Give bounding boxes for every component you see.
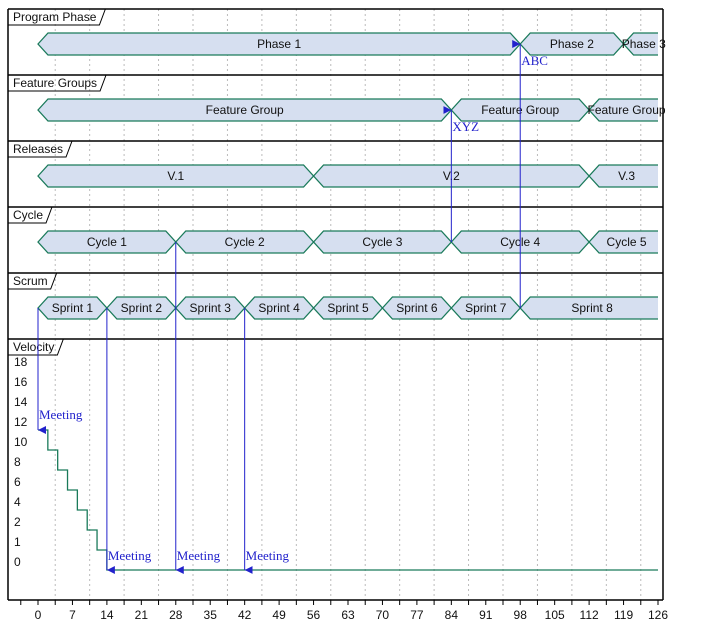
- x-tick-label: 7: [69, 608, 76, 622]
- y-tick-label: 18: [14, 355, 28, 369]
- x-tick-label: 77: [410, 608, 424, 622]
- annotation-label: Meeting: [108, 548, 152, 563]
- lane-title: Cycle: [13, 208, 43, 222]
- bar-label: Sprint 4: [258, 301, 300, 315]
- y-tick-label: 8: [14, 455, 21, 469]
- bar-label: Sprint 8: [571, 301, 613, 315]
- lane-title: Program Phase: [13, 10, 97, 24]
- bar-label: Cycle 1: [87, 235, 127, 249]
- lane-title-tab: [8, 272, 58, 290]
- annotation-label: Meeting: [177, 548, 221, 563]
- x-tick-label: 84: [445, 608, 459, 622]
- y-tick-label: 1: [14, 535, 21, 549]
- x-tick-label: 56: [307, 608, 321, 622]
- bar-label: Phase 1: [257, 37, 301, 51]
- velocity-step-line: [38, 429, 658, 571]
- annotation-label: Meeting: [39, 407, 83, 422]
- lane-title: Feature Groups: [13, 76, 97, 90]
- bar-label: Sprint 3: [190, 301, 232, 315]
- bar-label: Phase 3: [622, 37, 666, 51]
- annotation-label: Meeting: [246, 548, 290, 563]
- x-tick-label: 105: [545, 608, 565, 622]
- y-tick-label: 12: [14, 415, 28, 429]
- x-tick-label: 49: [272, 608, 286, 622]
- bar-shape: [588, 98, 658, 122]
- x-tick-label: 0: [35, 608, 42, 622]
- lane-title-tab: [8, 338, 64, 356]
- x-tick-label: 28: [169, 608, 183, 622]
- lane-title: Scrum: [13, 274, 48, 288]
- x-tick-label: 42: [238, 608, 252, 622]
- x-tick-label: 119: [614, 608, 633, 622]
- bar-label: Sprint 6: [396, 301, 438, 315]
- annotation-label: ABC: [521, 53, 548, 68]
- bar-label: Sprint 7: [465, 301, 507, 315]
- y-tick-label: 16: [14, 375, 28, 389]
- lane-title-tab: [8, 140, 73, 158]
- bar-fill: [589, 231, 658, 253]
- bar-shape: [588, 164, 658, 188]
- bar-fill: [623, 33, 658, 55]
- y-tick-label: 2: [14, 515, 21, 529]
- bar-label: Phase 2: [550, 37, 594, 51]
- annotation-label: XYZ: [452, 119, 479, 134]
- bar-label: Cycle 2: [225, 235, 265, 249]
- bar-label: Sprint 1: [52, 301, 94, 315]
- bar-fill: [589, 165, 658, 187]
- y-tick-label: 0: [14, 555, 21, 569]
- lane-title: Releases: [13, 142, 63, 156]
- y-tick-label: 4: [14, 495, 21, 509]
- bar-shape: [588, 230, 658, 254]
- bar-fill: [589, 99, 658, 121]
- x-tick-label: 21: [135, 608, 149, 622]
- x-tick-label: 63: [341, 608, 355, 622]
- y-tick-label: 6: [14, 475, 21, 489]
- bar-fill: [520, 297, 658, 319]
- x-tick-label: 126: [648, 608, 668, 622]
- bar-label: Cycle 3: [362, 235, 402, 249]
- y-tick-label: 10: [14, 435, 28, 449]
- bar-label: Feature Group: [588, 103, 666, 117]
- x-tick-label: 14: [100, 608, 114, 622]
- bar-label: V.3: [618, 169, 635, 183]
- x-tick-label: 98: [514, 608, 528, 622]
- lane-title-tab: [8, 74, 107, 92]
- bar-label: Cycle 5: [607, 235, 647, 249]
- lane-title-tab: [8, 206, 53, 224]
- bar-label: Sprint 2: [121, 301, 163, 315]
- x-tick-label: 112: [580, 608, 599, 622]
- bar-label: Feature Group: [206, 103, 284, 117]
- lane-title-tab: [8, 8, 106, 26]
- y-tick-label: 14: [14, 395, 28, 409]
- x-tick-label: 91: [479, 608, 493, 622]
- x-tick-label: 70: [376, 608, 390, 622]
- lane-title: Velocity: [13, 340, 54, 354]
- bar-shape: [622, 32, 658, 56]
- bar-label: Sprint 5: [327, 301, 369, 315]
- bar-label: V.1: [167, 169, 184, 183]
- x-tick-label: 35: [204, 608, 218, 622]
